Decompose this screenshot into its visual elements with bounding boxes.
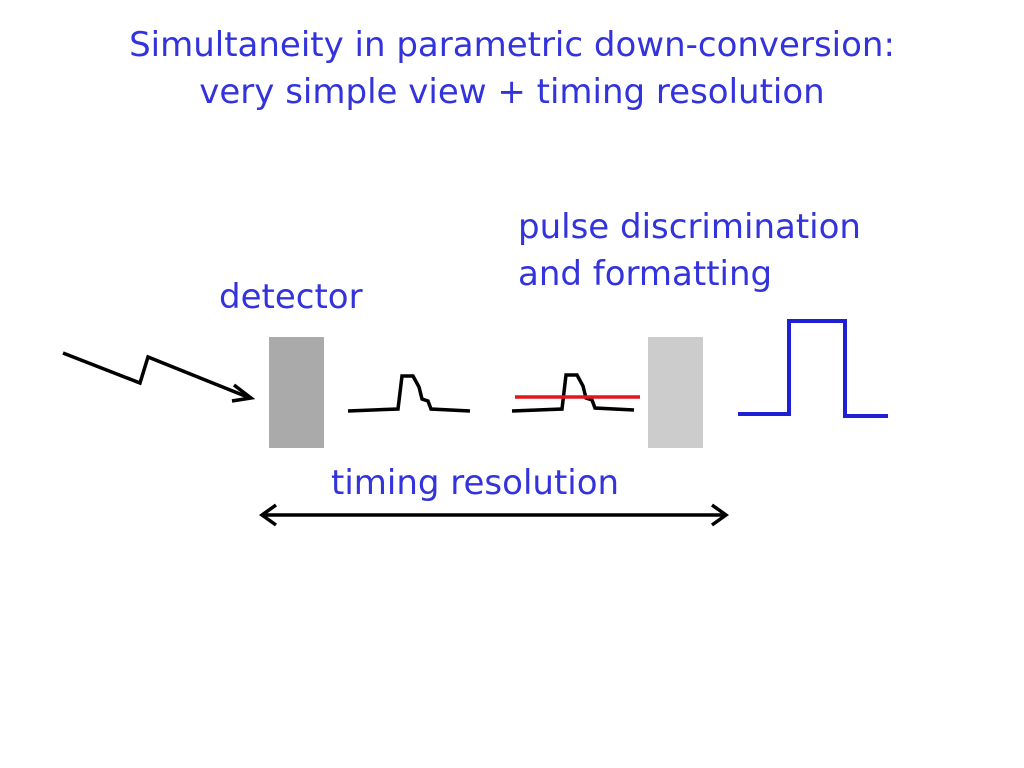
timing-arrow-left-head [258, 503, 278, 527]
title-line-1: Simultaneity in parametric down-conversi… [129, 25, 895, 65]
discriminator-box [648, 337, 703, 448]
raw-pulse-1 [347, 374, 471, 413]
detector-label: detector [219, 277, 363, 317]
pulse-discrimination-label: pulse discrimination and formatting [518, 204, 861, 298]
photon-arrowhead [231, 383, 256, 403]
slide-title: Simultaneity in parametric down-conversi… [0, 22, 1024, 116]
timing-arrow-right-head [710, 503, 730, 527]
raw-pulse-2 [511, 373, 635, 413]
pulse-label-line-1: pulse discrimination [518, 207, 861, 247]
formatted-output-pulse [738, 319, 888, 418]
photon-lightning-arrow-icon [62, 351, 251, 400]
timing-resolution-label: timing resolution [331, 463, 620, 503]
detector-box [269, 337, 324, 448]
pulse-label-line-2: and formatting [518, 254, 773, 294]
title-line-2: very simple view + timing resolution [199, 72, 825, 112]
